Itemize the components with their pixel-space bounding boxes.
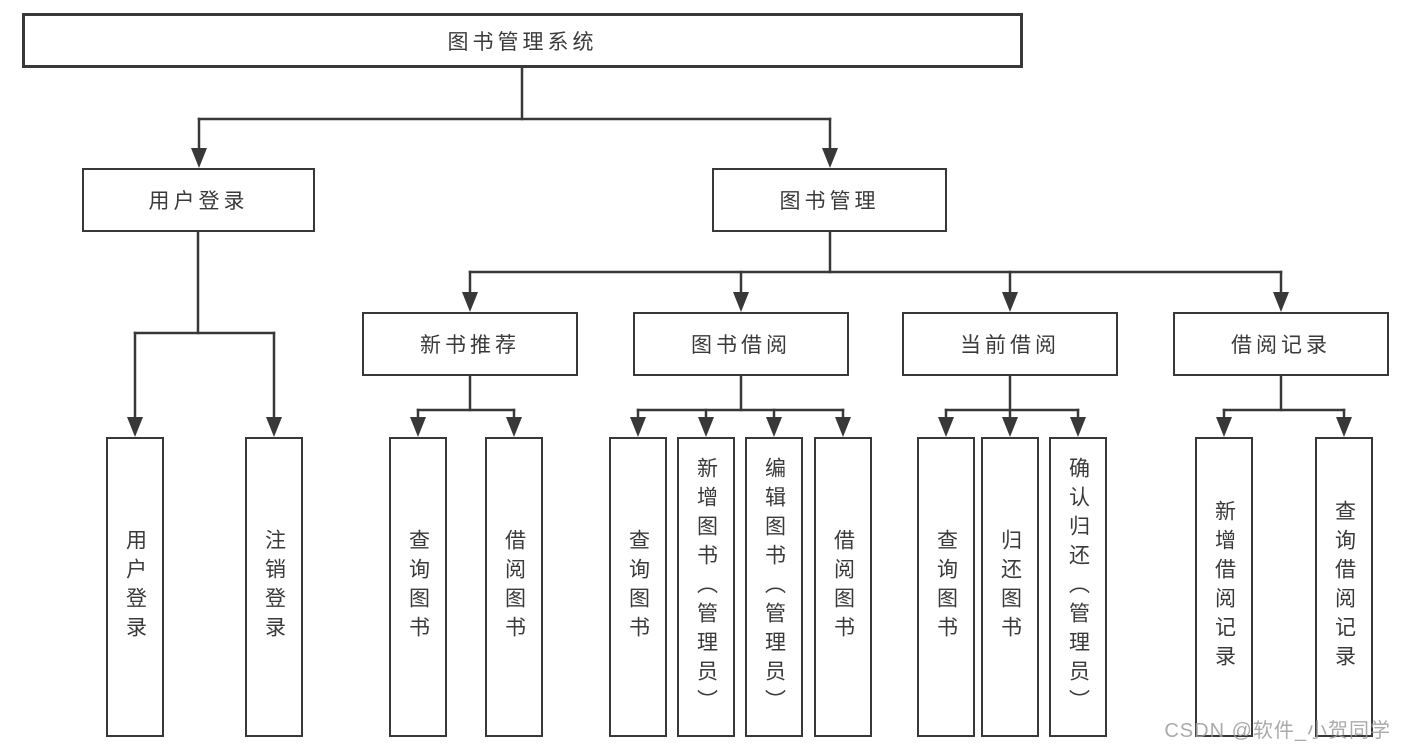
connector-user-login-to-leaves xyxy=(127,230,282,437)
node-label: 归还图书 xyxy=(998,529,1022,645)
leaf-logout: 注销登录 xyxy=(245,437,303,737)
leaf-borrow-books: 借阅图书 xyxy=(814,437,872,737)
leaf-confirm-return-admin: 确认归还（管理员） xyxy=(1049,437,1107,737)
connector-borrowing-records-to-leaves xyxy=(1216,374,1352,437)
node-current-borrowing: 当前借阅 xyxy=(902,312,1118,376)
node-label: 查询图书 xyxy=(934,529,958,645)
node-label: 注销登录 xyxy=(262,529,286,645)
node-borrowing-records: 借阅记录 xyxy=(1173,312,1389,376)
connector-new-book-recommendation-to-leaves xyxy=(410,374,522,437)
node-label: 图书管理系统 xyxy=(447,30,598,54)
node-label: 新增借阅记录 xyxy=(1212,500,1236,674)
node-label: 借阅图书 xyxy=(831,529,855,645)
watermark: CSDN @软件_小贺同学 xyxy=(1164,720,1391,742)
leaf-user-login: 用户登录 xyxy=(106,437,164,737)
node-label: 用户登录 xyxy=(148,190,249,213)
node-label: 新增图书（管理员） xyxy=(694,456,718,718)
connector-current-borrowing-to-leaves xyxy=(938,374,1086,437)
leaf-query-borrow-record: 查询借阅记录 xyxy=(1315,437,1373,737)
node-label: 用户登录 xyxy=(123,529,147,645)
connector-root-to-level2 xyxy=(191,64,838,168)
leaf-return-book: 归还图书 xyxy=(981,437,1039,737)
node-label: 借阅图书 xyxy=(502,529,526,645)
node-label: 确认归还（管理员） xyxy=(1066,456,1090,718)
connector-book-borrowing-to-leaves xyxy=(630,374,851,437)
leaf-add-borrow-record: 新增借阅记录 xyxy=(1195,437,1253,737)
node-label: 图书管理 xyxy=(779,190,880,213)
node-label: 查询图书 xyxy=(626,529,650,645)
leaf-edit-book-admin: 编辑图书（管理员） xyxy=(745,437,803,737)
node-label: 编辑图书（管理员） xyxy=(762,456,786,718)
node-book-management: 图书管理 xyxy=(712,168,947,232)
leaf-query-books-recommend: 查询图书 xyxy=(389,437,447,737)
leaf-borrow-books-recommend: 借阅图书 xyxy=(485,437,543,737)
leaf-add-book-admin: 新增图书（管理员） xyxy=(677,437,735,737)
node-library-management-system: 图书管理系统 xyxy=(22,13,1023,68)
node-label: 查询图书 xyxy=(406,529,430,645)
node-label: 新书推荐 xyxy=(420,334,520,357)
node-label: 当前借阅 xyxy=(960,334,1060,357)
node-book-borrowing: 图书借阅 xyxy=(633,312,849,376)
node-new-book-recommendation: 新书推荐 xyxy=(362,312,578,376)
leaf-query-books-borrowing: 查询图书 xyxy=(609,437,667,737)
node-label: 查询借阅记录 xyxy=(1332,500,1356,674)
leaf-query-books-current: 查询图书 xyxy=(917,437,975,737)
node-label: 借阅记录 xyxy=(1231,334,1331,357)
node-label: 图书借阅 xyxy=(691,334,791,357)
node-user-login: 用户登录 xyxy=(82,168,315,232)
connector-book-management-to-level3 xyxy=(462,230,1289,312)
